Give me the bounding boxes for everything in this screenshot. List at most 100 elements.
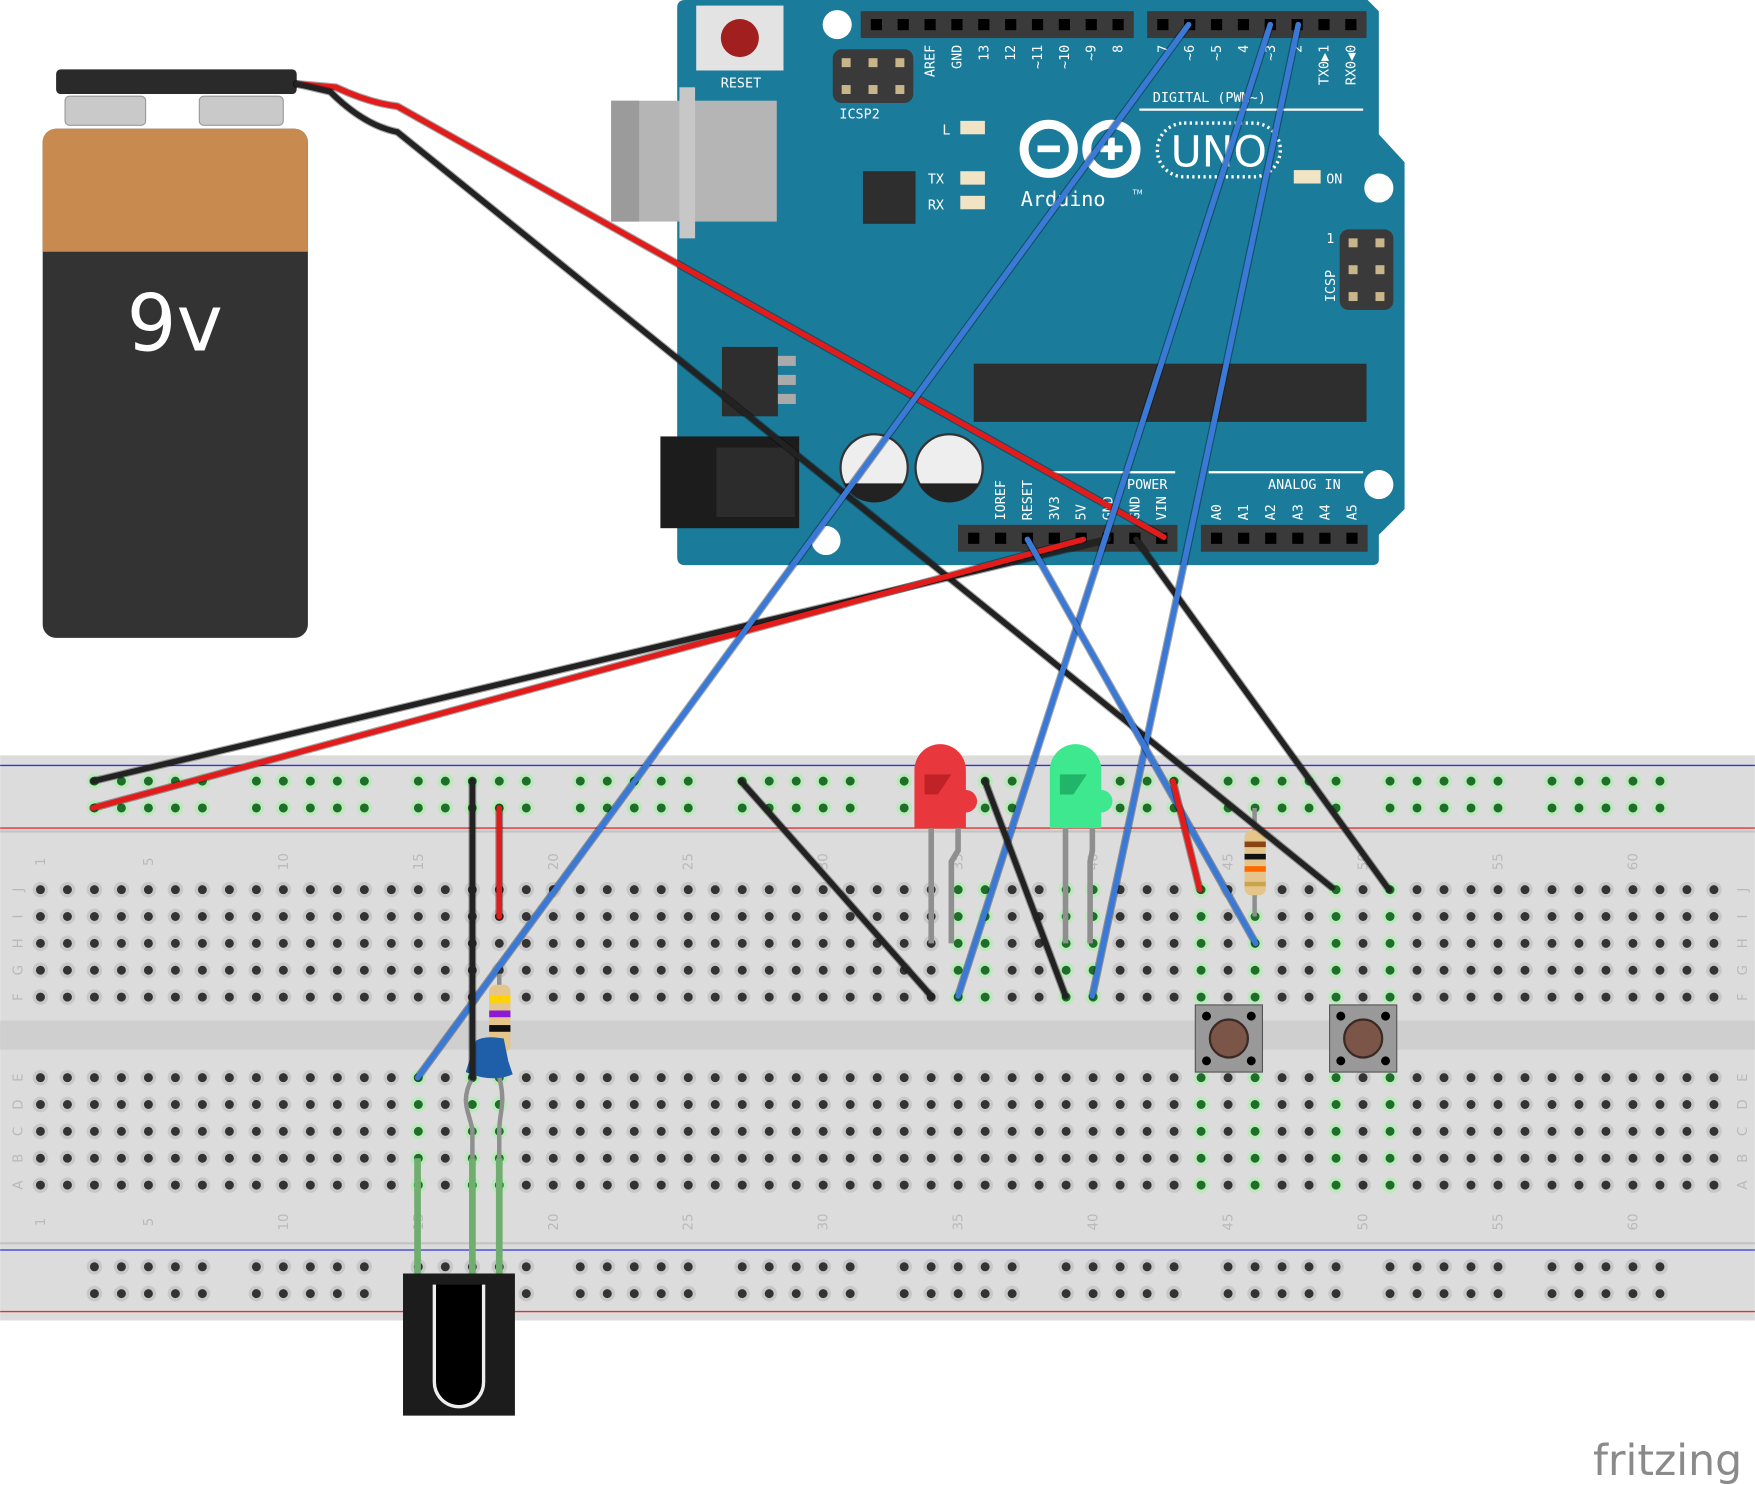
- breadboard-hole[interactable]: [872, 1073, 882, 1083]
- wire-core[interactable]: [1170, 778, 1203, 893]
- breadboard-hole[interactable]: [305, 885, 315, 895]
- breadboard-hole[interactable]: [575, 1073, 585, 1083]
- breadboard-hole[interactable]: [1223, 992, 1233, 1002]
- breadboard-hole[interactable]: [1574, 1100, 1584, 1109]
- breadboard-hole[interactable]: [818, 912, 828, 921]
- breadboard-hole[interactable]: [656, 992, 666, 1002]
- breadboard-hole[interactable]: [1682, 992, 1692, 1002]
- breadboard-hole[interactable]: [737, 1073, 747, 1083]
- breadboard-hole[interactable]: [818, 1153, 828, 1163]
- breadboard-hole[interactable]: [1709, 1100, 1719, 1109]
- breadboard-hole[interactable]: [305, 965, 315, 975]
- breadboard-hole[interactable]: [1061, 1100, 1071, 1109]
- breadboard-hole[interactable]: [1547, 803, 1557, 813]
- breadboard-hole[interactable]: [710, 965, 720, 975]
- breadboard-hole[interactable]: [602, 885, 612, 895]
- breadboard-hole[interactable]: [1601, 1289, 1611, 1299]
- breadboard-hole[interactable]: [1304, 885, 1314, 895]
- breadboard-hole[interactable]: [1115, 1073, 1125, 1083]
- breadboard-hole[interactable]: [278, 1180, 288, 1190]
- breadboard-hole[interactable]: [521, 1153, 531, 1163]
- icsp-pin[interactable]: [1375, 292, 1385, 302]
- breadboard-hole[interactable]: [1493, 776, 1503, 786]
- breadboard-hole[interactable]: [1115, 1180, 1125, 1190]
- breadboard-hole[interactable]: [953, 1262, 963, 1272]
- breadboard-hole[interactable]: [332, 1289, 342, 1299]
- breadboard-hole[interactable]: [197, 1262, 207, 1272]
- breadboard-hole[interactable]: [791, 1100, 801, 1109]
- breadboard-hole[interactable]: [1358, 1100, 1368, 1109]
- wire-pin6-to-ir[interactable]: [413, 20, 1193, 1082]
- breadboard-hole[interactable]: [494, 938, 504, 948]
- breadboard-hole[interactable]: [359, 803, 369, 813]
- header-pin[interactable]: [1345, 19, 1357, 31]
- breadboard-hole[interactable]: [872, 885, 882, 895]
- breadboard-hole[interactable]: [35, 885, 45, 895]
- led-red[interactable]: [914, 744, 978, 944]
- breadboard-hole[interactable]: [1034, 1100, 1044, 1109]
- breadboard-hole[interactable]: [1358, 965, 1368, 975]
- breadboard-hole[interactable]: [737, 1262, 747, 1272]
- breadboard-hole[interactable]: [1493, 1126, 1503, 1136]
- breadboard-hole[interactable]: [1142, 1262, 1152, 1272]
- breadboard-hole[interactable]: [845, 1262, 855, 1272]
- wire-core[interactable]: [293, 81, 1167, 540]
- breadboard-hole[interactable]: [710, 1100, 720, 1109]
- breadboard-hole[interactable]: [899, 1153, 909, 1163]
- breadboard-hole[interactable]: [1547, 885, 1557, 895]
- breadboard-hole[interactable]: [764, 1289, 774, 1299]
- breadboard-hole[interactable]: [305, 1100, 315, 1109]
- breadboard-hole[interactable]: [1709, 1126, 1719, 1136]
- breadboard-hole[interactable]: [359, 938, 369, 948]
- breadboard-hole[interactable]: [575, 965, 585, 975]
- breadboard-hole[interactable]: [278, 1262, 288, 1272]
- wire-core[interactable]: [1089, 21, 1302, 999]
- breadboard-hole[interactable]: [926, 1180, 936, 1190]
- breadboard-hole[interactable]: [1034, 992, 1044, 1002]
- breadboard-hole[interactable]: [251, 776, 261, 786]
- breadboard-hole[interactable]: [305, 776, 315, 786]
- breadboard-hole[interactable]: [251, 1073, 261, 1083]
- breadboard-hole[interactable]: [251, 803, 261, 813]
- breadboard-hole[interactable]: [1250, 1126, 1260, 1136]
- header-pin[interactable]: [1237, 19, 1250, 31]
- breadboard-hole[interactable]: [1439, 1073, 1449, 1083]
- breadboard-hole[interactable]: [1061, 965, 1071, 975]
- breadboard-hole[interactable]: [872, 1126, 882, 1136]
- breadboard-hole[interactable]: [413, 885, 423, 895]
- breadboard-hole[interactable]: [791, 1289, 801, 1299]
- breadboard-hole[interactable]: [1412, 965, 1422, 975]
- breadboard-hole[interactable]: [737, 1153, 747, 1163]
- breadboard-hole[interactable]: [170, 885, 180, 895]
- breadboard-hole[interactable]: [1466, 776, 1476, 786]
- breadboard-hole[interactable]: [521, 912, 531, 921]
- breadboard-hole[interactable]: [1385, 1289, 1395, 1299]
- breadboard-hole[interactable]: [1574, 912, 1584, 921]
- breadboard-hole[interactable]: [1574, 803, 1584, 813]
- wire-pin3-to-red-led[interactable]: [954, 20, 1275, 1000]
- breadboard-hole[interactable]: [440, 1180, 450, 1190]
- breadboard-hole[interactable]: [1250, 1180, 1260, 1190]
- breadboard-hole[interactable]: [143, 803, 153, 813]
- breadboard-hole[interactable]: [1601, 1153, 1611, 1163]
- breadboard-hole[interactable]: [1601, 938, 1611, 948]
- breadboard-hole[interactable]: [1439, 1126, 1449, 1136]
- breadboard-hole[interactable]: [1655, 1100, 1665, 1109]
- breadboard-hole[interactable]: [764, 1100, 774, 1109]
- breadboard-hole[interactable]: [791, 776, 801, 786]
- breadboard-hole[interactable]: [521, 1073, 531, 1083]
- header-pin[interactable]: [978, 19, 990, 31]
- breadboard-hole[interactable]: [1061, 1153, 1071, 1163]
- breadboard-hole[interactable]: [602, 803, 612, 813]
- breadboard-hole[interactable]: [62, 1153, 72, 1163]
- breadboard-hole[interactable]: [1358, 912, 1368, 921]
- breadboard-hole[interactable]: [1709, 885, 1719, 895]
- breadboard-hole[interactable]: [1007, 803, 1017, 813]
- breadboard-hole[interactable]: [1304, 803, 1314, 813]
- breadboard-hole[interactable]: [575, 1180, 585, 1190]
- breadboard-hole[interactable]: [980, 938, 990, 948]
- breadboard-hole[interactable]: [386, 938, 396, 948]
- breadboard-hole[interactable]: [1628, 992, 1638, 1002]
- breadboard-hole[interactable]: [1034, 1073, 1044, 1083]
- breadboard-hole[interactable]: [224, 1126, 234, 1136]
